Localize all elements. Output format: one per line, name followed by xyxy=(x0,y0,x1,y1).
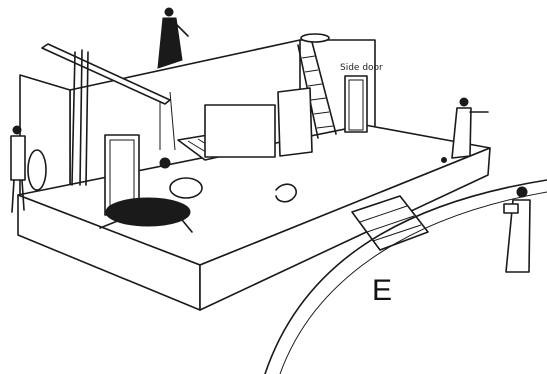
stage-platform xyxy=(17,124,491,311)
figure-orchestra xyxy=(503,186,531,273)
side-door xyxy=(344,75,368,133)
roof-trap xyxy=(300,33,330,43)
stage-object xyxy=(275,183,297,203)
figure-right-stage xyxy=(451,97,489,159)
orchestra-arc-inner xyxy=(279,191,547,374)
fallen-figures xyxy=(99,157,203,233)
side-door-label: Side door xyxy=(340,63,383,73)
center-panel xyxy=(277,87,313,157)
crane xyxy=(41,43,176,186)
small-object xyxy=(441,157,447,163)
ekkyklema xyxy=(177,104,276,161)
figure-left xyxy=(10,125,47,213)
area-letter: E xyxy=(372,274,392,307)
figure-roof xyxy=(157,7,189,69)
orchestra-arc xyxy=(264,179,547,374)
